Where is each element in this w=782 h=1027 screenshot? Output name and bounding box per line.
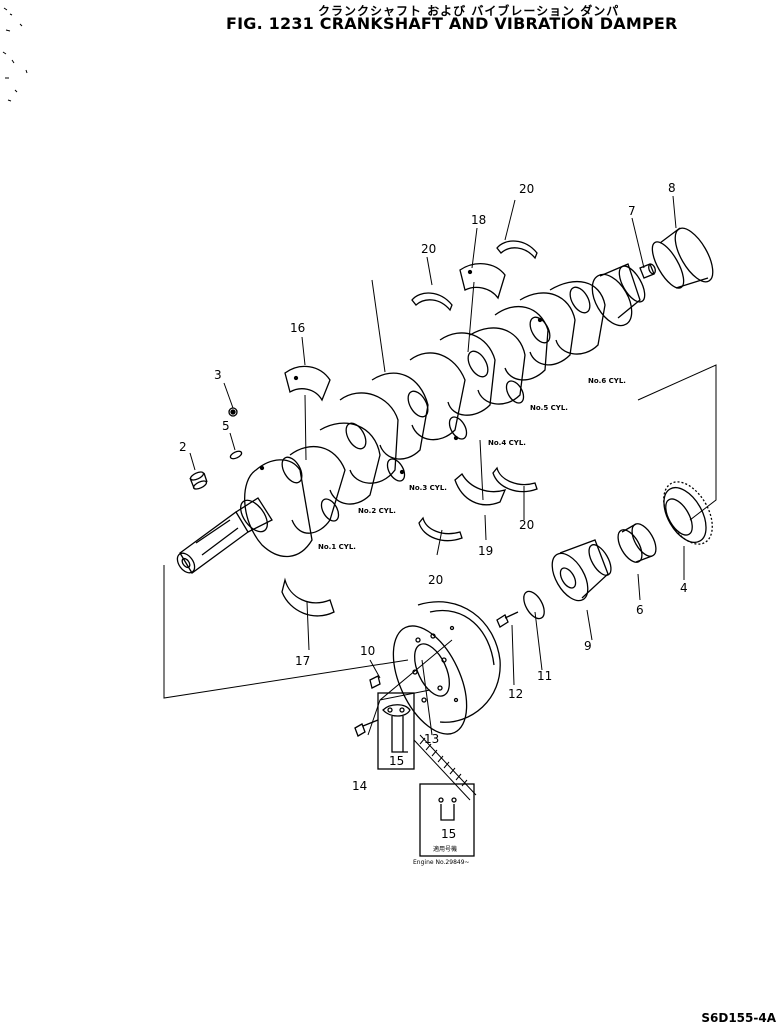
thrust-washer-20a (411, 292, 453, 312)
callout-15a: 15 (389, 754, 404, 768)
detail-box-15a (377, 692, 415, 770)
plug-3 (228, 407, 238, 417)
thrust-washer-20c (492, 466, 538, 493)
main-bearing-18 (459, 263, 506, 300)
ring-6 (617, 523, 657, 563)
label-cyl-2: No.2 CYL. (358, 507, 396, 515)
label-cyl-6: No.6 CYL. (588, 377, 626, 385)
callout-14: 14 (352, 779, 367, 793)
callout-10: 10 (360, 644, 375, 658)
callout-20b: 20 (421, 242, 436, 256)
callout-7: 7 (628, 204, 636, 218)
hatch-connector (413, 734, 477, 801)
detail-box-15b (419, 783, 475, 857)
hub-9 (551, 539, 612, 602)
main-bearing-17 (281, 577, 335, 617)
ring-8 (651, 227, 714, 289)
callout-16: 16 (290, 321, 305, 335)
label-cyl-4: No.4 CYL. (488, 439, 526, 447)
label-cyl-1: No.1 CYL. (318, 543, 356, 551)
crankshaft (176, 263, 646, 574)
callout-20d: 20 (428, 573, 443, 587)
callout-18: 18 (471, 213, 486, 227)
callout-6: 6 (636, 603, 644, 617)
callout-2: 2 (179, 440, 187, 454)
inset-serial: Engine No.29849~ (413, 859, 470, 866)
label-cyl-3: No.3 CYL. (409, 484, 447, 492)
bolt-14 (354, 719, 379, 737)
thrust-washer-20d (418, 516, 463, 542)
dowel-pin-2 (189, 471, 208, 490)
cylinder-labels: No.1 CYL. No.2 CYL. No.3 CYL. No.4 CYL. … (318, 377, 626, 551)
main-bearing-19 (454, 472, 507, 506)
callout-17: 17 (295, 654, 310, 668)
bolt-12 (496, 611, 519, 628)
callout-20a: 20 (519, 182, 534, 196)
callout-13: 13 (424, 732, 439, 746)
inset-jp-caption: 適用号機 (433, 845, 457, 853)
washer-11 (523, 590, 545, 620)
callout-20c: 20 (519, 518, 534, 532)
callout-numbers: 2 3 4 5 6 7 8 9 10 11 12 13 14 15 15 16 … (179, 181, 688, 841)
callout-5: 5 (222, 419, 230, 433)
gear-4 (663, 481, 713, 545)
pin-7 (639, 263, 656, 279)
vibration-damper-13 (392, 601, 501, 735)
callout-12: 12 (508, 687, 523, 701)
figure-title: FIG. 1231 CRANKSHAFT AND VIBRATION DAMPE… (226, 14, 678, 33)
callout-15b: 15 (441, 827, 456, 841)
thrust-washer-20b (496, 240, 538, 260)
callout-9: 9 (584, 639, 592, 653)
drawing-code: S6D155-4A (701, 1011, 776, 1025)
callout-11: 11 (537, 669, 552, 683)
callout-8: 8 (668, 181, 676, 195)
main-bearing-16 (284, 365, 331, 402)
pin-10 (369, 675, 381, 689)
label-cyl-5: No.5 CYL. (530, 404, 568, 412)
callout-4: 4 (680, 581, 688, 595)
callout-3: 3 (214, 368, 222, 382)
callout-19: 19 (478, 544, 493, 558)
scan-noise (2, 7, 28, 102)
pin-5 (229, 450, 243, 460)
leader-lines (163, 195, 717, 736)
title-japanese: クランクシャフト および バイブレーション ダンパ (318, 4, 620, 18)
